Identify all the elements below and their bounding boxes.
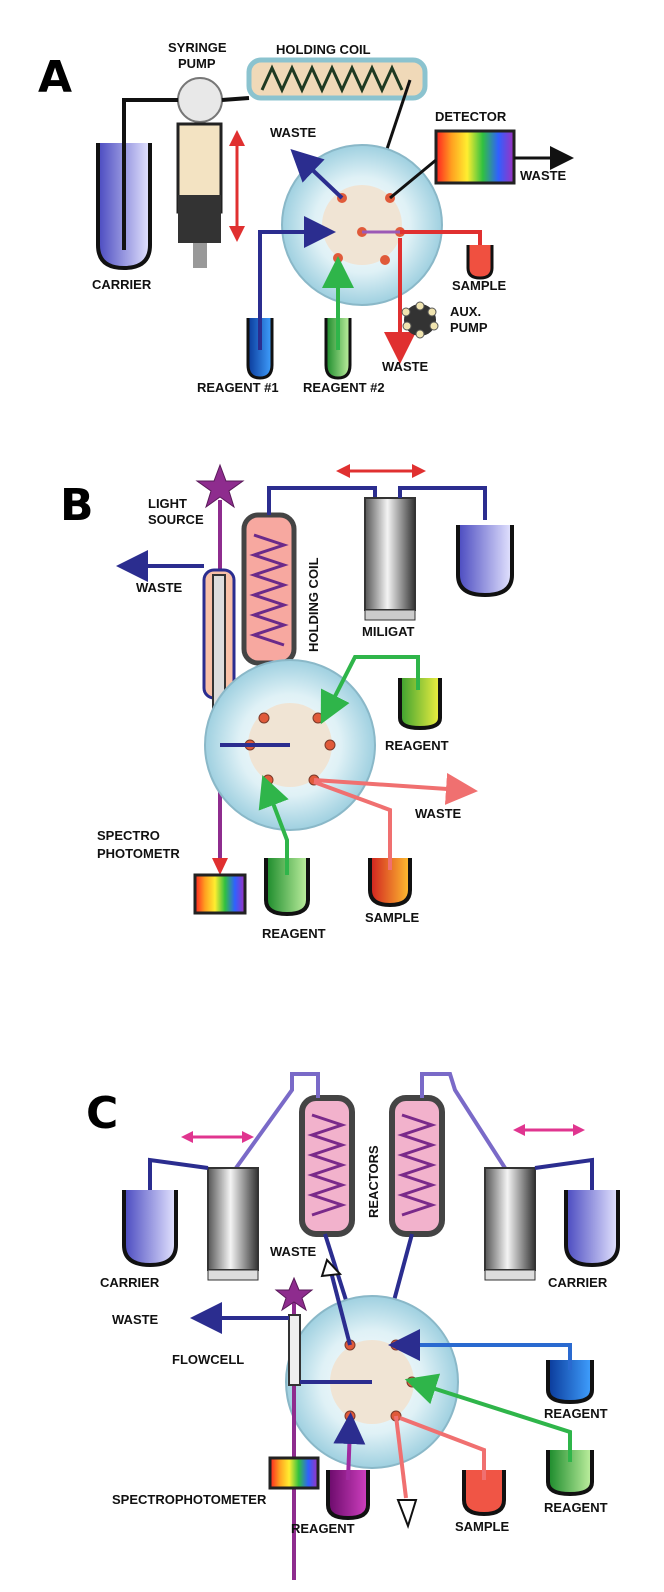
reagent-right-2-vessel (546, 1450, 594, 1497)
light-source-label-1: LIGHT (148, 496, 187, 511)
waste-arrowhead-top-c (320, 1258, 343, 1278)
waste-tube-bottom-c (394, 1415, 408, 1499)
detector-waste-label: WASTE (520, 168, 567, 183)
carrier-vessel-left-c (122, 1190, 178, 1268)
carrier-label-left-c: CARRIER (100, 1275, 160, 1290)
syringe-plunger (178, 195, 221, 243)
sample-label-c: SAMPLE (455, 1519, 510, 1534)
light-source-label-2: SOURCE (148, 512, 204, 527)
reagent-right-1-vessel (546, 1360, 594, 1405)
spectro-label-2: PHOTOMETR (97, 846, 180, 861)
pump-coil-tube-a (221, 96, 250, 102)
reactor-left-winding (307, 1113, 347, 1217)
sample-tube-c (399, 1416, 486, 1480)
miligat-label: MILIGAT (362, 624, 415, 639)
panel-b-letter: B (60, 480, 94, 531)
spectrophotometer-b (193, 873, 247, 915)
reactors-label: REACTORS (366, 1145, 381, 1218)
waste-left-label-c: WASTE (112, 1312, 159, 1327)
syringe-pump-head (177, 77, 223, 123)
waste-top-label-c: WASTE (270, 1244, 317, 1259)
light-arrowhead-b (212, 858, 228, 875)
reagent-bottom-label-b: REAGENT (262, 926, 326, 941)
holding-coil-winding-a (260, 64, 404, 94)
sample-label-b: SAMPLE (365, 910, 420, 925)
sample-tube-a (400, 230, 482, 250)
sample-vessel-b (368, 858, 412, 908)
sample-label-a: SAMPLE (452, 278, 507, 293)
aux-pump-label-1: AUX. (450, 304, 481, 319)
reagent-bottom-tube-c (333, 1412, 366, 1481)
waste-right-label-b: WASTE (415, 806, 462, 821)
reactor-left (299, 1095, 355, 1237)
reagent-right-vessel-b (398, 678, 442, 731)
carrier-vessel-right-c (564, 1190, 620, 1268)
carrier-vessel-b (456, 525, 514, 598)
miligat-pump (364, 497, 416, 611)
reactor-pump-tube-right (420, 1072, 507, 1170)
waste-top-label-a: WASTE (270, 125, 317, 140)
syringe-pump-label-1: SYRINGE (168, 40, 227, 55)
holding-coil-label-b: HOLDING COIL (306, 557, 321, 652)
panel-a-letter: A (38, 52, 72, 103)
reagent-1-tube (258, 216, 336, 350)
reagent-right-2-tube (404, 1373, 572, 1462)
aux-pump (401, 301, 439, 339)
pump-left-c (207, 1167, 259, 1271)
sample-tube-b (313, 780, 392, 870)
flowcell-label: FLOWCELL (172, 1352, 244, 1367)
sample-vessel-a (466, 245, 494, 280)
valve-detector-tube (389, 158, 437, 200)
spectrophotometer-label-c: SPECTROPHOTOMETER (112, 1492, 267, 1507)
syringe-rod (193, 243, 207, 268)
reagent-right-label-b: REAGENT (385, 738, 449, 753)
reagent-right-tube-b (320, 655, 420, 725)
carrier-label-right-c: CARRIER (548, 1275, 608, 1290)
holding-coil-label-a: HOLDING COIL (276, 42, 371, 57)
reagent-right-2-label: REAGENT (544, 1500, 608, 1515)
panel-c-letter: C (86, 1088, 118, 1139)
syringe-pump-label-2: PUMP (178, 56, 216, 71)
flowcell-c (288, 1314, 301, 1386)
waste-left-label-b: WASTE (136, 580, 183, 595)
waste-arrow-top-a (290, 148, 344, 200)
panel-a: A CARRIER SYRINGE PUMP HOLDING COIL (38, 40, 574, 395)
miligat-base (364, 609, 416, 621)
reagent-bottom-label-c: REAGENT (291, 1521, 355, 1536)
reagent-1-label: REAGENT #1 (197, 380, 279, 395)
carrier-label-a: CARRIER (92, 277, 152, 292)
spectrophotometer-c (268, 1456, 320, 1490)
reagent-right-1-label: REAGENT (544, 1406, 608, 1421)
pump-right-base-c (484, 1269, 536, 1281)
light-source-star-b (195, 463, 245, 509)
detector-label: DETECTOR (435, 109, 507, 124)
light-source-star-c (274, 1276, 314, 1312)
reagent-2-label: REAGENT #2 (303, 380, 385, 395)
waste-bottom-label-a: WASTE (382, 359, 429, 374)
waste-tube-top-c (328, 1267, 352, 1346)
coil-miligat-tube-b (267, 486, 377, 515)
reagent-bottom-vessel-b (264, 858, 310, 917)
panel-c: C REACTORS CARRIER CARRIER (86, 1072, 620, 1580)
reactor-pump-tube-left (234, 1072, 320, 1170)
reagent-right-1-tube (388, 1329, 572, 1370)
reagent-bottom-vessel-c (326, 1470, 370, 1521)
valve-core-a (322, 185, 402, 265)
detector-a (434, 129, 516, 185)
aux-pump-label-2: PUMP (450, 320, 488, 335)
reactor-right (389, 1095, 445, 1237)
miligat-carrier-tube-b (398, 486, 487, 520)
pump-left-base-c (207, 1269, 259, 1281)
spectro-label-1: SPECTRO (97, 828, 160, 843)
reactor-right-winding (397, 1113, 437, 1217)
sample-vessel-c (462, 1470, 506, 1517)
waste-arrow-right-b (313, 772, 478, 805)
pump-right-c (484, 1167, 536, 1271)
holding-coil-winding-b (249, 533, 289, 647)
waste-arrowhead-bottom-c (396, 1499, 418, 1530)
carrier-tube-a (122, 98, 178, 250)
panel-b: B LIGHT SOURCE WASTE HOLDING COIL MILIGA… (60, 463, 514, 941)
reagent-bottom-tube-b (258, 775, 289, 875)
